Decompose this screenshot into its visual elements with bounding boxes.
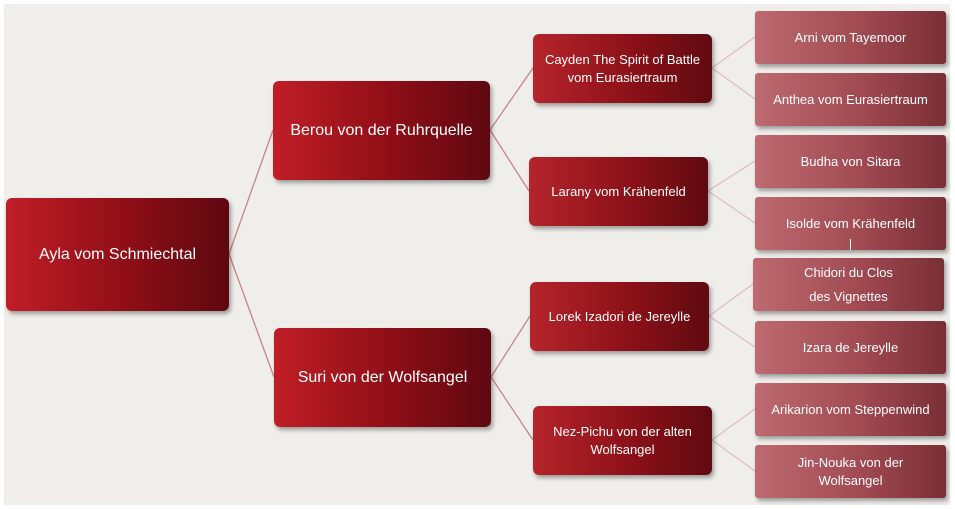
connector-line [228,129,274,255]
great-grandparent-node-line-1: Arni vom Tayemoor [794,29,907,45]
great-grandparent-node-2[interactable]: Anthea vom Eurasiertraum [755,73,946,126]
grandparent-node-line-1: Larany vom Krähenfeld [551,183,686,199]
great-grandparent-node-line-2: des Vignettes [809,288,888,304]
root-node-line-1: Ayla vom Schmiechtal [38,245,197,263]
great-grandparent-node-line-1: Izara de Jereylle [802,339,899,355]
connector-line [490,376,534,441]
connector-line [489,67,534,131]
grandparent-node-line-1: Lorek Izadori de Jereylle [548,308,691,324]
great-grandparent-node-line-1: Anthea vom Eurasiertraum [773,91,928,107]
grandparent-node-1[interactable]: Cayden The Spirit of Battle vom Eurasier… [533,34,712,103]
great-grandparent-node-line-1: Budha von Sitara [800,153,901,169]
text-cursor [850,239,851,250]
connector-line [489,129,530,192]
great-grandparent-node-1[interactable]: Arni vom Tayemoor [755,11,946,64]
parent-node-line-1: Berou von der Ruhrquelle [290,121,473,139]
connector-line [490,315,531,378]
grandparent-node-3[interactable]: Lorek Izadori de Jereylle [530,282,709,351]
great-grandparent-node-line-1: Chidori du Clos [804,264,893,280]
connector-line [708,315,756,348]
great-grandparent-node-line-1: Isolde vom Krähenfeld [785,215,916,231]
great-grandparent-node-6[interactable]: Izara de Jereylle [755,321,946,374]
grandparent-node-line-1: Nez-Pichu von der alten [553,423,692,439]
connector-line [711,67,756,100]
great-grandparent-node-line-1: Arikarion vom Steppenwind [771,401,930,417]
great-grandparent-node-8[interactable]: Jin-Nouka von der Wolfsangel [755,445,946,498]
connector-line [707,190,756,224]
grandparent-node-line-2: vom Eurasiertraum [567,69,678,85]
connector-line [228,253,275,378]
grandparent-node-2[interactable]: Larany vom Krähenfeld [529,157,708,226]
grandparent-node-4[interactable]: Nez-Pichu von der alten Wolfsangel [533,406,712,475]
parent-node-sire[interactable]: Berou von der Ruhrquelle [273,81,490,180]
connector-line [711,36,756,69]
connector-line [711,439,756,472]
great-grandparent-node-line-2: Wolfsangel [818,472,883,488]
connector-line [711,408,756,441]
connector-line [707,160,756,192]
grandparent-node-line-2: Wolfsangel [590,441,655,457]
parent-node-line-1: Suri von der Wolfsangel [297,368,468,386]
great-grandparent-node-5[interactable]: Chidori du Clos des Vignettes [753,258,944,311]
great-grandparent-node-3[interactable]: Budha von Sitara [755,135,946,188]
parent-node-dam[interactable]: Suri von der Wolfsangel [274,328,491,427]
great-grandparent-node-line-1: Jin-Nouka von der [797,454,904,470]
great-grandparent-node-7[interactable]: Arikarion vom Steppenwind [755,383,946,436]
root-node[interactable]: Ayla vom Schmiechtal [6,198,229,311]
connector-line [708,283,754,317]
grandparent-node-line-1: Cayden The Spirit of Battle [544,51,701,67]
